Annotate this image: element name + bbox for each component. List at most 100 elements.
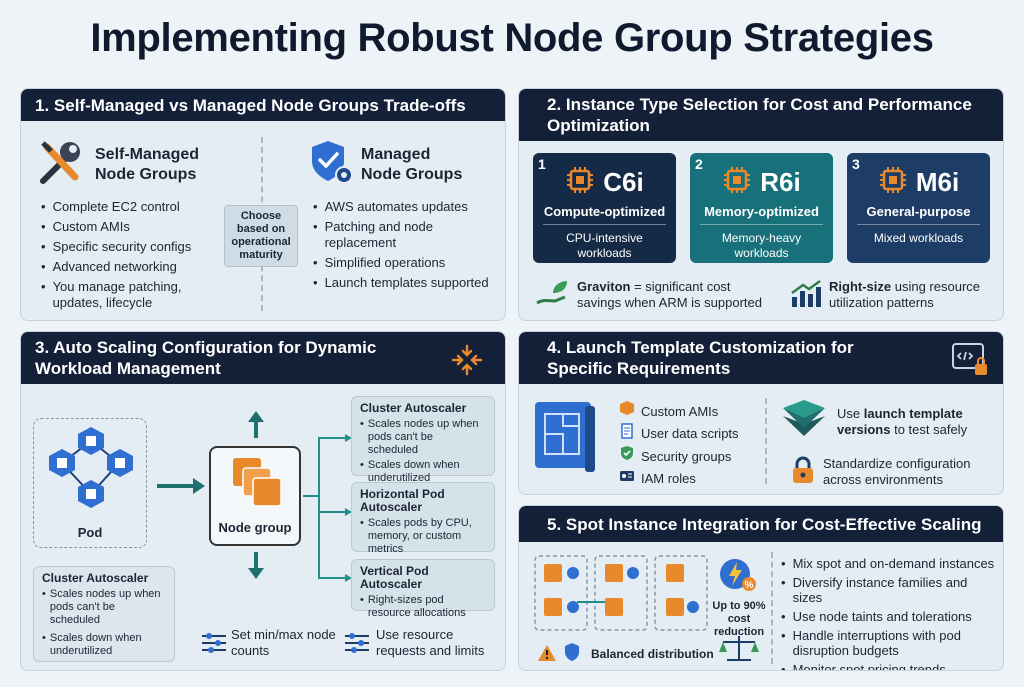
list-item: Scales pods by CPU, memory, or custom me… <box>360 517 486 556</box>
versions-post: to test safely <box>890 422 968 437</box>
shield-icon <box>563 642 581 667</box>
lightning-badge-icon: % <box>717 554 759 601</box>
instance-type: Compute-optimized <box>543 204 666 219</box>
card-number: 2 <box>695 156 703 172</box>
minmax-note: Set min/max node counts <box>231 627 336 658</box>
scale-arrows-icon <box>451 344 483 381</box>
balanced-label: Balanced distribution <box>591 647 714 661</box>
spot-practices-list: Mix spot and on-demand instances Diversi… <box>781 556 999 670</box>
spot-nodes-diagram <box>534 555 708 631</box>
rightsize-bold: Right-size <box>829 279 892 294</box>
code-lock-icon <box>951 342 989 383</box>
section-spot-instances: 5. Spot Instance Integration for Cost-Ef… <box>518 505 1004 671</box>
node-group-label: Node group <box>218 520 292 535</box>
list-item: Security groups <box>619 445 739 468</box>
section-3-header: 3. Auto Scaling Configuration for Dynami… <box>21 332 505 384</box>
sliders-icon <box>344 632 370 659</box>
chart-growth-icon <box>789 279 823 314</box>
instance-desc: CPU-intensive workloads <box>566 231 643 260</box>
item-label: User data scripts <box>641 426 739 441</box>
branch-connector <box>303 434 352 582</box>
list-item: Scales nodes up when pods can't be sched… <box>360 418 486 457</box>
card-title: Cluster Autoscaler <box>360 401 467 415</box>
chip-icon <box>878 165 908 200</box>
list-item: Diversify instance families and sizes <box>781 575 999 605</box>
divider <box>771 552 773 664</box>
item-label: Security groups <box>641 448 732 464</box>
arrow-down-icon <box>246 550 266 585</box>
balance-scale-icon <box>719 632 759 669</box>
self-managed-title: Self-Managed Node Groups <box>95 146 200 183</box>
section-self-vs-managed: 1. Self-Managed vs Managed Node Groups T… <box>20 88 506 321</box>
instance-card-r6i: 2 R6i Memory-optimized Memory-heavy work… <box>690 153 833 263</box>
page-title: Implementing Robust Node Group Strategie… <box>90 16 934 60</box>
section-1-header: 1. Self-Managed vs Managed Node Groups T… <box>21 89 505 121</box>
list-item: Complete EC2 control <box>41 199 221 215</box>
cost-reduction: Up to 90% cost reduction <box>712 600 766 638</box>
sliders-icon <box>201 632 227 659</box>
self-managed-list: Complete EC2 control Custom AMIs Specifi… <box>41 199 221 315</box>
card-title: Vertical Pod Autoscaler <box>360 564 429 591</box>
item-label: IAM roles <box>641 471 696 486</box>
layers-icon <box>781 398 827 443</box>
instance-name: R6i <box>760 167 801 197</box>
vpa-card: Vertical Pod Autoscaler Right-sizes pod … <box>351 559 495 619</box>
list-item: Simplified operations <box>313 255 503 271</box>
section-auto-scaling: 3. Auto Scaling Configuration for Dynami… <box>20 331 506 671</box>
chip-icon <box>722 165 752 200</box>
section-instance-types: 2. Instance Type Selection for Cost and … <box>518 88 1004 321</box>
card-number: 3 <box>852 156 860 172</box>
rightsize-text: using resource utilization patterns <box>829 279 981 310</box>
blueprint-icon <box>533 398 597 479</box>
arrow-up-icon <box>246 410 266 445</box>
node-group: Node group <box>209 446 301 546</box>
lock-icon <box>791 456 815 489</box>
list-item: AWS automates updates <box>313 199 503 215</box>
hpa-card: Horizontal Pod Autoscaler Scales pods by… <box>351 482 495 555</box>
card-title: Cluster Autoscaler <box>42 571 149 585</box>
card-number: 1 <box>538 156 546 172</box>
section-4-header: 4. Launch Template Customization for Spe… <box>519 332 1003 384</box>
standardize-note: Standardize configuration across environ… <box>823 456 971 487</box>
divider <box>765 398 767 484</box>
instance-type: Memory-optimized <box>704 204 819 219</box>
graviton-bold: Graviton <box>577 279 631 294</box>
id-card-icon <box>619 468 635 491</box>
list-item: Custom AMIs <box>41 219 221 235</box>
instance-card-c6i: 1 C6i Compute-optimized CPU-intensive wo… <box>533 153 676 263</box>
list-item: You manage patching, updates, lifecycle <box>41 279 221 311</box>
list-item: Custom AMIs <box>619 400 739 423</box>
rightsize-note: Right-size using resource utilization pa… <box>829 279 999 311</box>
wrench-screwdriver-icon <box>35 137 87 194</box>
shield-gear-icon <box>306 137 356 192</box>
warning-icon <box>537 644 557 667</box>
node-stack-icon <box>233 458 282 507</box>
list-item: User data scripts <box>619 422 739 446</box>
managed-list: AWS automates updates Patching and node … <box>313 199 503 295</box>
section-launch-template: 4. Launch Template Customization for Spe… <box>518 331 1004 495</box>
instance-name: M6i <box>915 167 960 197</box>
document-icon <box>619 422 635 446</box>
managed-title: Managed Node Groups <box>361 146 463 183</box>
arrow-right-icon <box>155 476 207 501</box>
list-item: Launch templates supported <box>313 275 503 291</box>
versions-bold: launch template versions <box>837 406 963 437</box>
card-title: Horizontal Pod Autoscaler <box>360 487 445 514</box>
hand-leaf-icon <box>535 279 571 314</box>
section-2-header: 2. Instance Type Selection for Cost and … <box>519 89 1003 141</box>
pod-label: Pod <box>77 525 103 540</box>
list-item: Scales down when underutilized <box>42 632 166 658</box>
ami-icon <box>619 400 635 423</box>
cluster-autoscaler-card: Cluster Autoscaler Scales nodes up when … <box>351 396 495 484</box>
pod-hexagons-icon <box>49 427 133 508</box>
graviton-text: = significant cost savings when ARM is s… <box>577 279 762 310</box>
shield-check-icon <box>619 445 635 468</box>
instance-name: C6i <box>603 167 644 197</box>
versions-note: Use launch template versions to test saf… <box>837 406 997 438</box>
item-label: Custom AMIs <box>641 403 719 419</box>
list-item: Use node taints and tolerations <box>781 609 999 624</box>
instance-desc: Mixed workloads <box>873 231 964 245</box>
versions-pre: Use <box>837 406 864 421</box>
section-5-header: 5. Spot Instance Integration for Cost-Ef… <box>519 506 1003 542</box>
instance-type: General-purpose <box>866 204 971 219</box>
